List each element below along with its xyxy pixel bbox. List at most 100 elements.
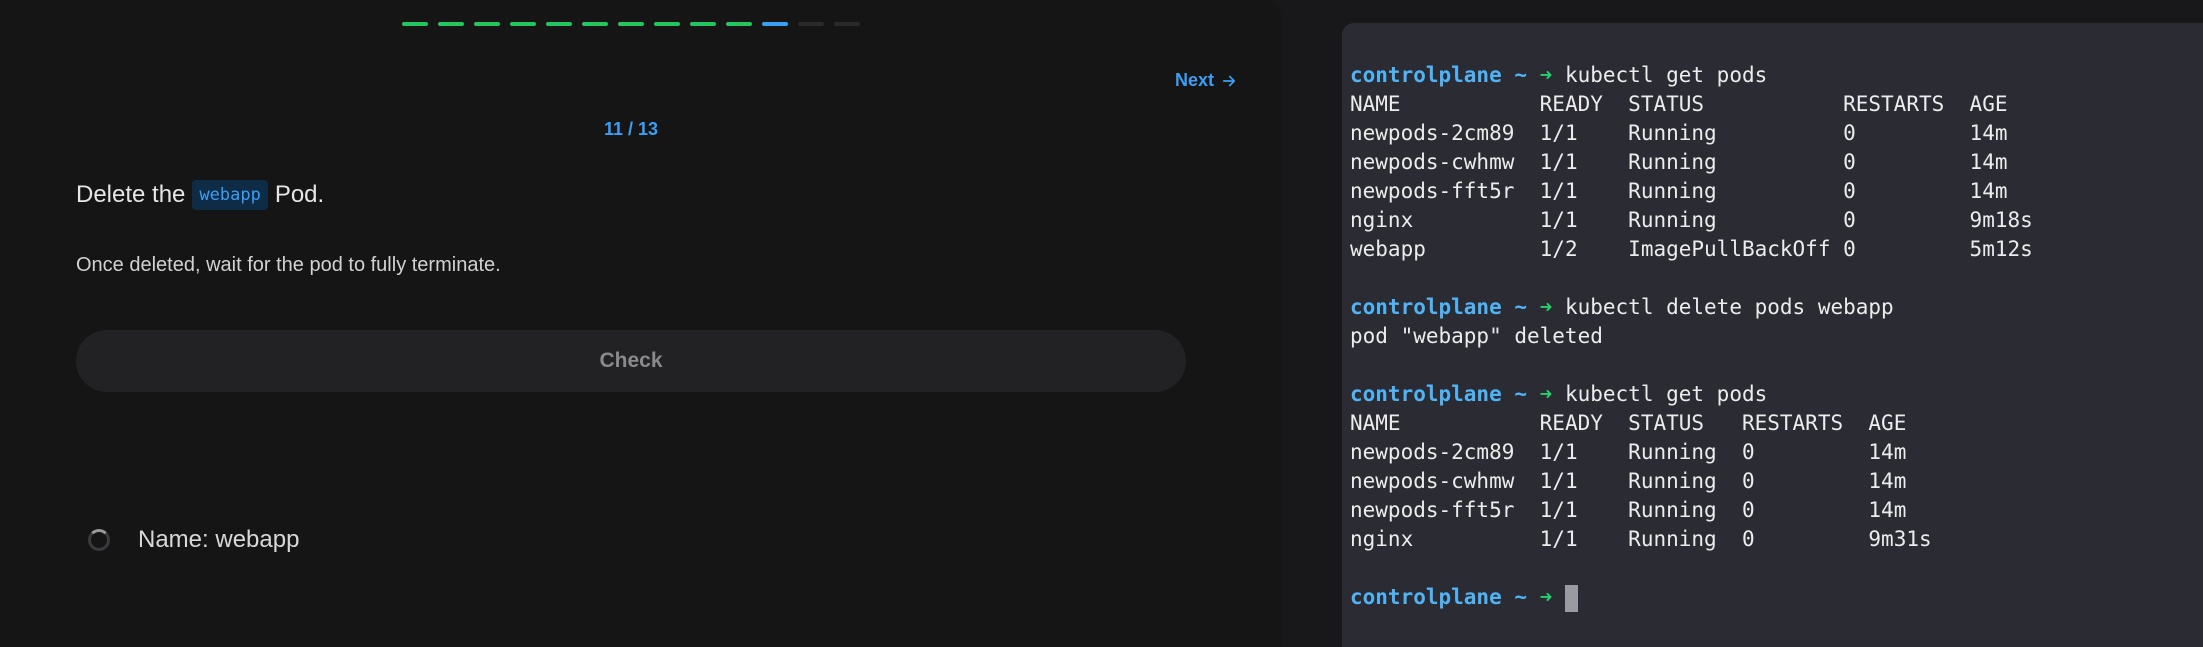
terminal-cell: Running	[1628, 469, 1742, 493]
terminal-cell: newpods-cwhmw	[1350, 150, 1540, 174]
terminal-prompt-line: controlplane ~ ➜	[1350, 583, 2203, 612]
prompt-host: controlplane ~	[1350, 295, 1540, 319]
terminal-cell: newpods-fft5r	[1350, 179, 1540, 203]
terminal-cell: 1/1	[1539, 208, 1629, 232]
terminal-cell: 0	[1741, 440, 1869, 464]
terminal-cell: 0	[1741, 498, 1869, 522]
terminal-cell: nginx	[1350, 208, 1540, 232]
terminal-cell: 5m12s	[1969, 237, 2033, 261]
terminal-cell: newpods-fft5r	[1350, 498, 1540, 522]
terminal-prompt-line: controlplane ~ ➜ kubectl delete pods web…	[1350, 293, 2203, 322]
terminal-cell: 14m	[1969, 121, 2008, 145]
progress-segment-done	[726, 22, 752, 26]
terminal-cell: 14m	[1969, 150, 2008, 174]
check-button[interactable]: Check	[76, 330, 1186, 392]
terminal-cell: STATUS	[1628, 411, 1742, 435]
progress-segment-done	[582, 22, 608, 26]
terminal-cell: 1/2	[1539, 237, 1629, 261]
terminal-cell: 0	[1843, 150, 1970, 174]
next-button[interactable]: Next	[1175, 70, 1238, 91]
terminal-cell: 1/1	[1539, 440, 1629, 464]
check-label: Check	[599, 349, 663, 372]
next-label: Next	[1175, 70, 1215, 90]
terminal-table-row: newpods-cwhmw 1/1 Running 0 14m	[1350, 467, 2203, 496]
terminal-cell: newpods-2cm89	[1350, 440, 1540, 464]
progress-segment-done	[474, 22, 500, 26]
prompt-host: controlplane ~	[1350, 585, 1540, 609]
terminal-cell: AGE	[1969, 92, 2008, 116]
terminal-table-row: webapp 1/2 ImagePullBackOff 0 5m12s	[1350, 235, 2203, 264]
terminal-cell: AGE	[1868, 411, 1907, 435]
terminal-cell: 0	[1843, 179, 1970, 203]
terminal-cell: 14m	[1868, 440, 1907, 464]
task-title-suffix: Pod.	[274, 181, 325, 208]
progress-segment-todo	[798, 22, 824, 26]
terminal-cell: 0	[1741, 527, 1869, 551]
progress-segment-done	[546, 22, 572, 26]
terminal-table-row: newpods-fft5r 1/1 Running 0 14m	[1350, 177, 2203, 206]
terminal-cell: 0	[1843, 237, 1970, 261]
terminal-output-line: pod "webapp" deleted	[1350, 324, 1603, 348]
terminal-table-header: NAME READY STATUS RESTARTS AGE	[1350, 90, 2203, 119]
terminal-cursor	[1564, 584, 1578, 612]
terminal-cell: Running	[1628, 440, 1742, 464]
terminal-cell: 1/1	[1539, 121, 1629, 145]
progress-segment-done	[618, 22, 644, 26]
prompt-command: kubectl get pods	[1552, 63, 1768, 87]
terminal-cell: 1/1	[1539, 179, 1629, 203]
prompt-arrow-icon: ➜	[1539, 585, 1553, 609]
prompt-arrow-icon: ➜	[1539, 295, 1553, 319]
spinner-icon	[88, 529, 110, 551]
task-subtitle: Once deleted, wait for the pod to fully …	[76, 254, 501, 276]
terminal-table-row: nginx 1/1 Running 0 9m31s	[1350, 525, 2203, 554]
terminal-cell: 1/1	[1539, 469, 1629, 493]
progress-bar	[402, 22, 860, 26]
terminal-cell: READY	[1539, 92, 1629, 116]
terminal-cell: webapp	[1350, 237, 1540, 261]
task-title: Delete the webapp Pod.	[76, 180, 324, 210]
terminal-cell: Running	[1628, 121, 1844, 145]
prompt-arrow-icon: ➜	[1539, 63, 1553, 87]
step-counter: 11 / 13	[603, 119, 659, 139]
terminal-cell: 0	[1843, 208, 1970, 232]
task-check-label: Name: webapp	[138, 526, 300, 553]
terminal-cell: newpods-2cm89	[1350, 121, 1540, 145]
prompt-host: controlplane ~	[1350, 382, 1540, 406]
terminal-cell: 1/1	[1539, 150, 1629, 174]
terminal-cell: NAME	[1350, 411, 1540, 435]
terminal-cell: RESTARTS	[1843, 92, 1970, 116]
task-check-item: Name: webapp	[88, 526, 299, 554]
prompt-command: kubectl get pods	[1552, 382, 1768, 406]
terminal-cell: RESTARTS	[1741, 411, 1869, 435]
terminal-table-row: newpods-cwhmw 1/1 Running 0 14m	[1350, 148, 2203, 177]
terminal-blank-line	[1350, 264, 2203, 293]
terminal-cell: Running	[1628, 498, 1742, 522]
terminal-cell: 9m31s	[1868, 527, 1932, 551]
terminal-cell: NAME	[1350, 92, 1540, 116]
terminal-prompt-line: controlplane ~ ➜ kubectl get pods	[1350, 61, 2203, 90]
progress-segment-current	[762, 22, 788, 26]
terminal-cell: nginx	[1350, 527, 1540, 551]
terminal-cell: Running	[1628, 527, 1742, 551]
terminal-cell: 9m18s	[1969, 208, 2033, 232]
progress-segment-done	[654, 22, 680, 26]
terminal-cell: ImagePullBackOff	[1628, 237, 1844, 261]
prompt-command: kubectl delete pods webapp	[1552, 295, 1894, 319]
progress-segment-done	[690, 22, 716, 26]
terminal-cell: 0	[1843, 121, 1970, 145]
terminal-table-row: newpods-2cm89 1/1 Running 0 14m	[1350, 438, 2203, 467]
terminal-cell: 1/1	[1539, 498, 1629, 522]
terminal-table-row: nginx 1/1 Running 0 9m18s	[1350, 206, 2203, 235]
prompt-command	[1552, 585, 1565, 609]
prompt-arrow-icon: ➜	[1539, 382, 1553, 406]
prompt-host: controlplane ~	[1350, 63, 1540, 87]
terminal-cell: Running	[1628, 179, 1844, 203]
task-title-code: webapp	[192, 180, 268, 210]
terminal-cell: Running	[1628, 150, 1844, 174]
terminal-cell: 0	[1741, 469, 1869, 493]
arrow-right-icon	[1222, 75, 1236, 86]
terminal-blank-line	[1350, 554, 2203, 583]
task-panel: Next 11 / 13 Delete the webapp Pod. Once…	[76, 22, 1238, 554]
